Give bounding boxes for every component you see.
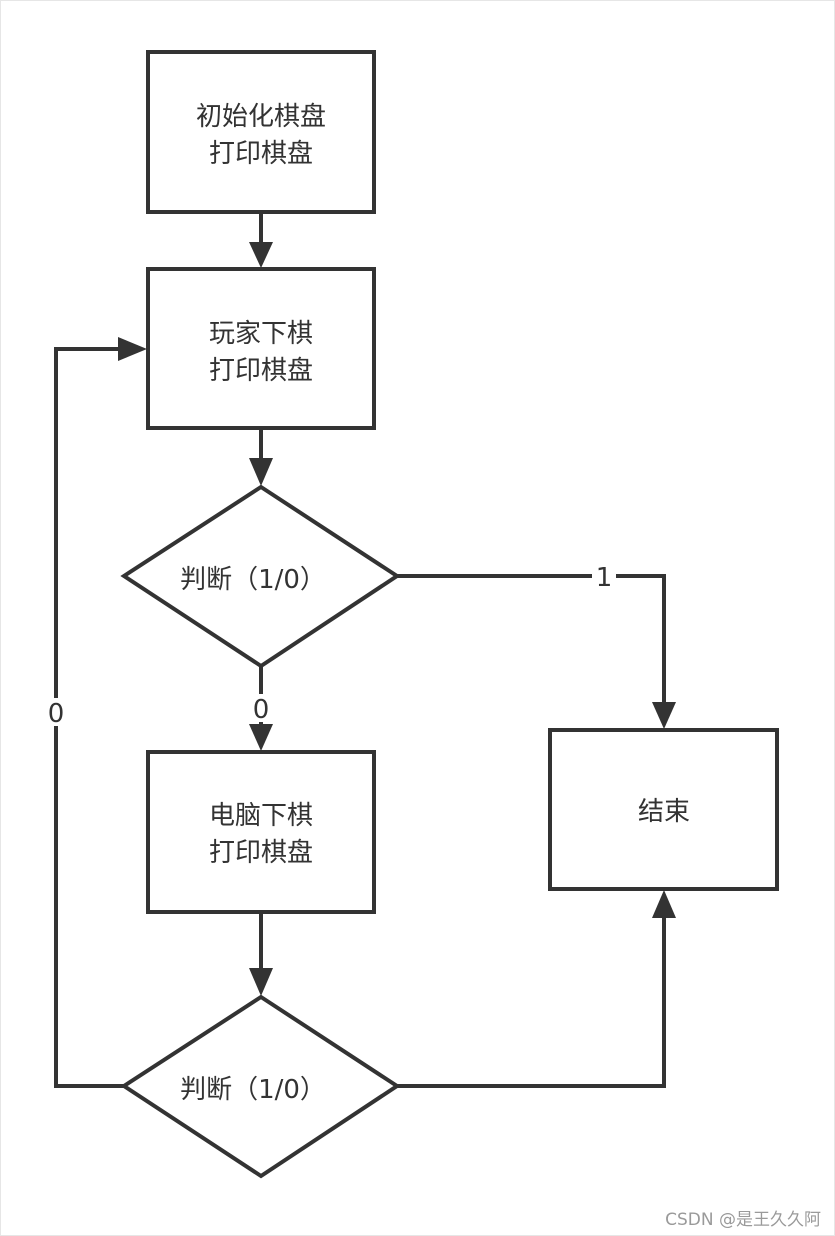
- end-label: 结束: [638, 797, 690, 827]
- edge-judge2-to-end: [397, 916, 666, 1088]
- csdn-watermark: CSDN @是王久久阿: [665, 1210, 821, 1230]
- edge-label-bg-0-mid: [249, 694, 273, 722]
- arrowhead-loop-player: [118, 337, 147, 361]
- arrowhead-judge2: [249, 968, 273, 996]
- judge1-label: 判断（1/0）: [180, 565, 326, 595]
- init-label-line2: 打印棋盘: [209, 139, 313, 169]
- judge2-label: 判断（1/0）: [180, 1075, 326, 1105]
- arrowhead-computer: [249, 724, 273, 751]
- arrowhead-player: [249, 242, 273, 268]
- end-box: [548, 728, 779, 891]
- edge-label-bg-0-left: [44, 698, 68, 726]
- edge-judge1-to-end: [397, 574, 666, 706]
- player-label-line2: 打印棋盘: [209, 356, 313, 386]
- init-box: [146, 50, 376, 214]
- computer-label-line2: 打印棋盘: [209, 838, 313, 868]
- edge-label-judge1-to-end: 1: [596, 563, 613, 593]
- edge-label-bg-1: [592, 562, 616, 590]
- arrowhead-end-top: [652, 702, 676, 729]
- arrowhead-end-bottom: [652, 890, 676, 918]
- arrowhead-judge1: [249, 458, 273, 486]
- judge2-diamond: [120, 994, 401, 1179]
- player-label-line1: 玩家下棋: [209, 319, 313, 349]
- computer-label-line1: 电脑下棋: [209, 801, 313, 831]
- player-box: [146, 267, 376, 430]
- init-label-line1: 初始化棋盘: [196, 102, 326, 132]
- judge1-diamond: [120, 484, 401, 669]
- computer-box: [146, 750, 376, 914]
- edge-label-judge1-to-computer: 0: [253, 695, 270, 725]
- edge-label-judge2-loop-back: 0: [48, 699, 65, 729]
